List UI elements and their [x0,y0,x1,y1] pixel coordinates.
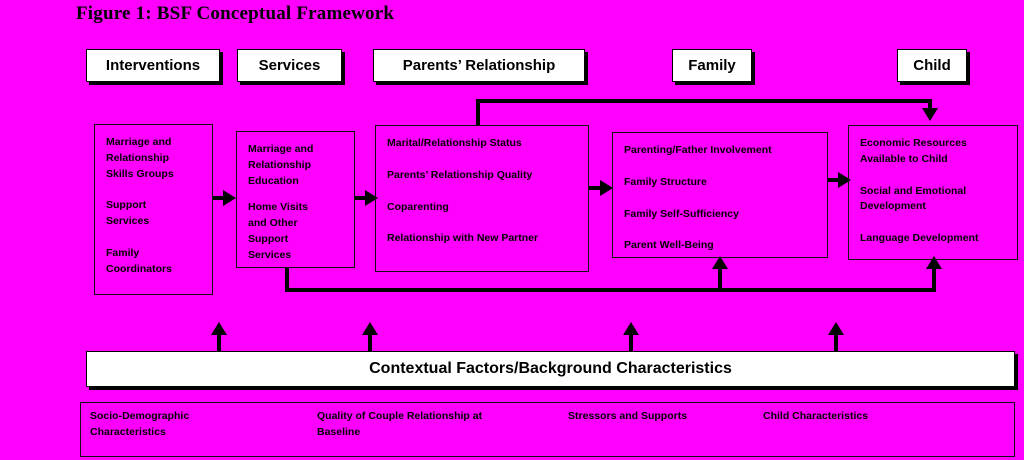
item-line: and Other [248,217,298,229]
contextual-item-line1: Child Characteristics [763,410,869,422]
connector-services-bottom-horizontal [285,288,936,292]
item-line: Home Visits [248,201,308,214]
item-line: Economic Resources [860,137,967,149]
column-header-family[interactable]: Family [672,49,752,82]
connector-parents-to-child-stub-right [928,99,932,111]
arrow-right-family-to-child [838,172,851,188]
item-group: Language Development [860,231,1006,247]
item-group: Economic Resources Available to Child [860,136,1006,168]
column-header-parents-relationship-label: Parents’ Relationship [402,57,556,74]
connector-parents-to-child-horizontal [476,99,932,103]
item-line: Coordinators [106,262,172,275]
item-group: Parent Well-Being [624,238,816,254]
arrow-down-into-child [922,108,938,121]
item-line: Marital/Relationship Status [387,137,522,149]
item-line: Family Self-Sufficiency [624,207,739,220]
column-header-child[interactable]: Child [897,49,967,82]
item-group: Relationship with New Partner [387,231,577,247]
item-group: Marital/Relationship Status [387,136,577,152]
connector-family-to-child [828,178,842,182]
arrow-up-context-3 [623,322,639,335]
arrow-right-parents-to-family [600,180,613,196]
arrow-up-context-4 [828,322,844,335]
item-line: Support [106,199,147,212]
contextual-item: Child Characteristics [763,408,868,424]
contextual-item: Socio-Demographic Characteristics [90,408,189,441]
contextual-item-line1: Socio-Demographic [90,410,190,422]
context-riser-3 [629,333,633,351]
item-line: Services [106,215,150,227]
item-line: Services [248,248,292,261]
item-group: Parents’ Relationship Quality [387,168,577,184]
arrow-up-context-1 [211,322,227,335]
contextual-item-line1: Quality of Couple Relationship at [317,410,483,422]
content-box-child: Economic Resources Available to Child So… [848,125,1018,260]
item-group: Family Coordinators [106,246,201,278]
contextual-item: Stressors and Supports [568,408,687,424]
item-line: Marriage and [248,143,314,155]
column-header-interventions-label: Interventions [105,57,201,74]
column-header-parents-relationship[interactable]: Parents’ Relationship [373,49,585,82]
item-line: Skills Groups [106,167,174,180]
item-group: Social and Emotional Development [860,184,1006,216]
column-header-interventions[interactable]: Interventions [86,49,220,82]
content-box-services: Marriage and Relationship Education Home… [236,131,355,268]
item-group: Home Visits and Other Support Services [248,200,343,263]
contextual-factors-label: Contextual Factors/Background Characteri… [369,360,732,377]
column-header-services-label: Services [258,57,321,74]
item-line: Available to Child [860,152,948,165]
item-group: Family Self-Sufficiency [624,207,816,223]
connector-parents-to-child-stub-left [476,99,480,126]
item-line: Relationship [248,158,312,171]
context-riser-2 [368,333,372,351]
contextual-items-box: Socio-Demographic Characteristics Qualit… [80,402,1015,457]
item-line: Coparenting [387,200,449,213]
item-line: Parents’ Relationship Quality [387,168,533,181]
item-line: Social and Emotional [860,184,967,197]
content-box-parents-relationship: Marital/Relationship Status Parents’ Rel… [375,125,589,272]
contextual-item-line2: Baseline [317,426,361,439]
contextual-item-line2: Characteristics [90,426,166,439]
item-line: Support [248,232,289,245]
content-box-family: Parenting/Father Involvement Family Stru… [612,132,828,258]
content-box-interventions: Marriage and Relationship Skills Groups … [94,124,213,295]
column-header-child-label: Child [913,57,951,74]
arrow-up-into-family [712,256,728,269]
item-group: Marriage and Relationship Education [248,142,343,189]
item-line: Parenting/Father Involvement [624,144,772,156]
item-group: Family Structure [624,175,816,191]
item-line: Parent Well-Being [624,239,714,252]
connector-interventions-to-services [213,196,225,200]
connector-riser-to-family [718,268,722,292]
connector-services-bottom-stub [285,268,289,292]
item-group: Support Services [106,198,201,230]
connector-services-to-parents [355,196,367,200]
figure-title: Figure 1: BSF Conceptual Framework [76,3,395,24]
context-riser-1 [217,333,221,351]
item-line: Relationship [106,151,170,164]
connector-riser-to-child [932,268,936,292]
arrow-right-interventions-to-services [223,190,236,206]
item-line: Education [248,174,299,187]
context-riser-4 [834,333,838,351]
connector-parents-to-family [589,186,603,190]
column-header-family-label: Family [688,57,736,74]
item-line: Family Structure [624,175,707,188]
item-line: Relationship with New Partner [387,232,539,245]
item-line: Language Development [860,232,979,244]
contextual-item-line1: Stressors and Supports [568,410,688,422]
item-group: Parenting/Father Involvement [624,143,816,159]
item-group: Coparenting [387,200,577,216]
item-line: Family [106,246,140,259]
column-header-services[interactable]: Services [237,49,342,82]
contextual-factors-banner[interactable]: Contextual Factors/Background Characteri… [86,351,1015,387]
arrow-up-context-2 [362,322,378,335]
item-line: Development [860,200,926,213]
item-group: Marriage and Relationship Skills Groups [106,135,201,182]
arrow-right-services-to-parents [365,190,378,206]
contextual-item: Quality of Couple Relationship at Baseli… [317,408,482,441]
item-line: Marriage and [106,136,172,148]
